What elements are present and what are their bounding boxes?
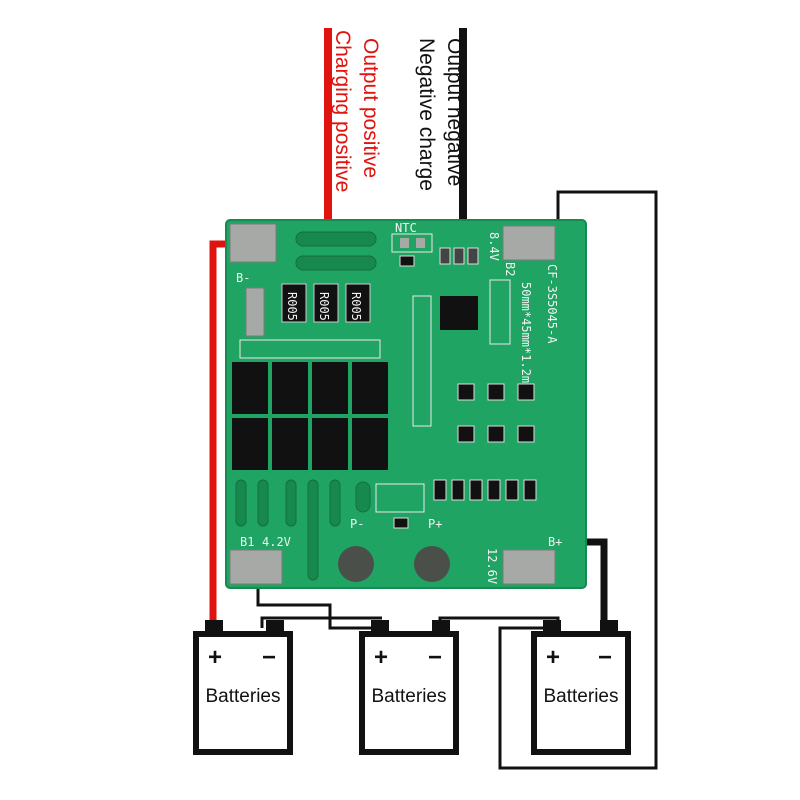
b-plus-wire	[585, 538, 608, 640]
pad-b-plus	[502, 549, 556, 585]
silk-p-minus: P-	[350, 517, 364, 531]
shunt-resistors: R005 R005 R005	[281, 283, 371, 323]
battery-1-label: Batteries	[206, 686, 281, 707]
pad-b2	[502, 225, 556, 261]
silk-model: CF-3S5045-A	[545, 264, 559, 344]
battery-2-minus: −	[428, 644, 442, 671]
pad-b-minus	[229, 223, 277, 263]
pcb-board: B- NTC B1 4.2V 8.4V B2 CF-3S5045-A 50mm*…	[225, 219, 587, 589]
silk-ntc: NTC	[395, 221, 417, 235]
svg-text:R005: R005	[349, 292, 363, 321]
resistor-row	[433, 479, 537, 501]
battery-2-label: Batteries	[372, 686, 447, 707]
silk-b-plus: B+	[548, 535, 562, 549]
pad-p-plus	[414, 546, 450, 582]
svg-text:R005: R005	[285, 292, 299, 321]
battery-3-label: Batteries	[544, 686, 619, 707]
output-negative-wire	[459, 28, 467, 222]
battery-2: + − Batteries	[359, 620, 459, 755]
battery-3: + − Batteries	[531, 620, 631, 755]
charging-positive-wire	[324, 28, 332, 222]
pad-p-minus	[338, 546, 374, 582]
battery-1-plus: +	[208, 644, 222, 671]
silk-8v4: 8.4V	[487, 232, 501, 261]
battery-2-plus: +	[374, 644, 388, 671]
battery-1-minus: −	[262, 644, 276, 671]
battery-3-minus: −	[598, 644, 612, 671]
b-minus-red-wire	[209, 240, 228, 628]
silk-4v2: 4.2V	[262, 535, 291, 549]
silk-b2: B2	[503, 262, 517, 276]
silk-b-minus: B-	[236, 271, 250, 285]
silk-12v6: 12.6V	[485, 548, 499, 584]
protection-ic	[440, 296, 478, 330]
battery-3-plus: +	[546, 644, 560, 671]
silk-size: 50mm*45mm*1.2mm	[519, 282, 533, 390]
silk-p-plus: P+	[428, 517, 442, 531]
svg-text:R005: R005	[317, 292, 331, 321]
output-negative-label: Output negative	[443, 38, 466, 186]
pad-b1	[229, 549, 283, 585]
charging-positive-label: Charging positive	[331, 30, 354, 192]
battery-1: + − Batteries	[193, 620, 293, 755]
output-positive-label: Output positive	[359, 38, 382, 178]
mosfet-array	[232, 362, 388, 470]
silk-b1: B1	[240, 535, 254, 549]
negative-charge-label: Negative charge	[415, 38, 438, 191]
